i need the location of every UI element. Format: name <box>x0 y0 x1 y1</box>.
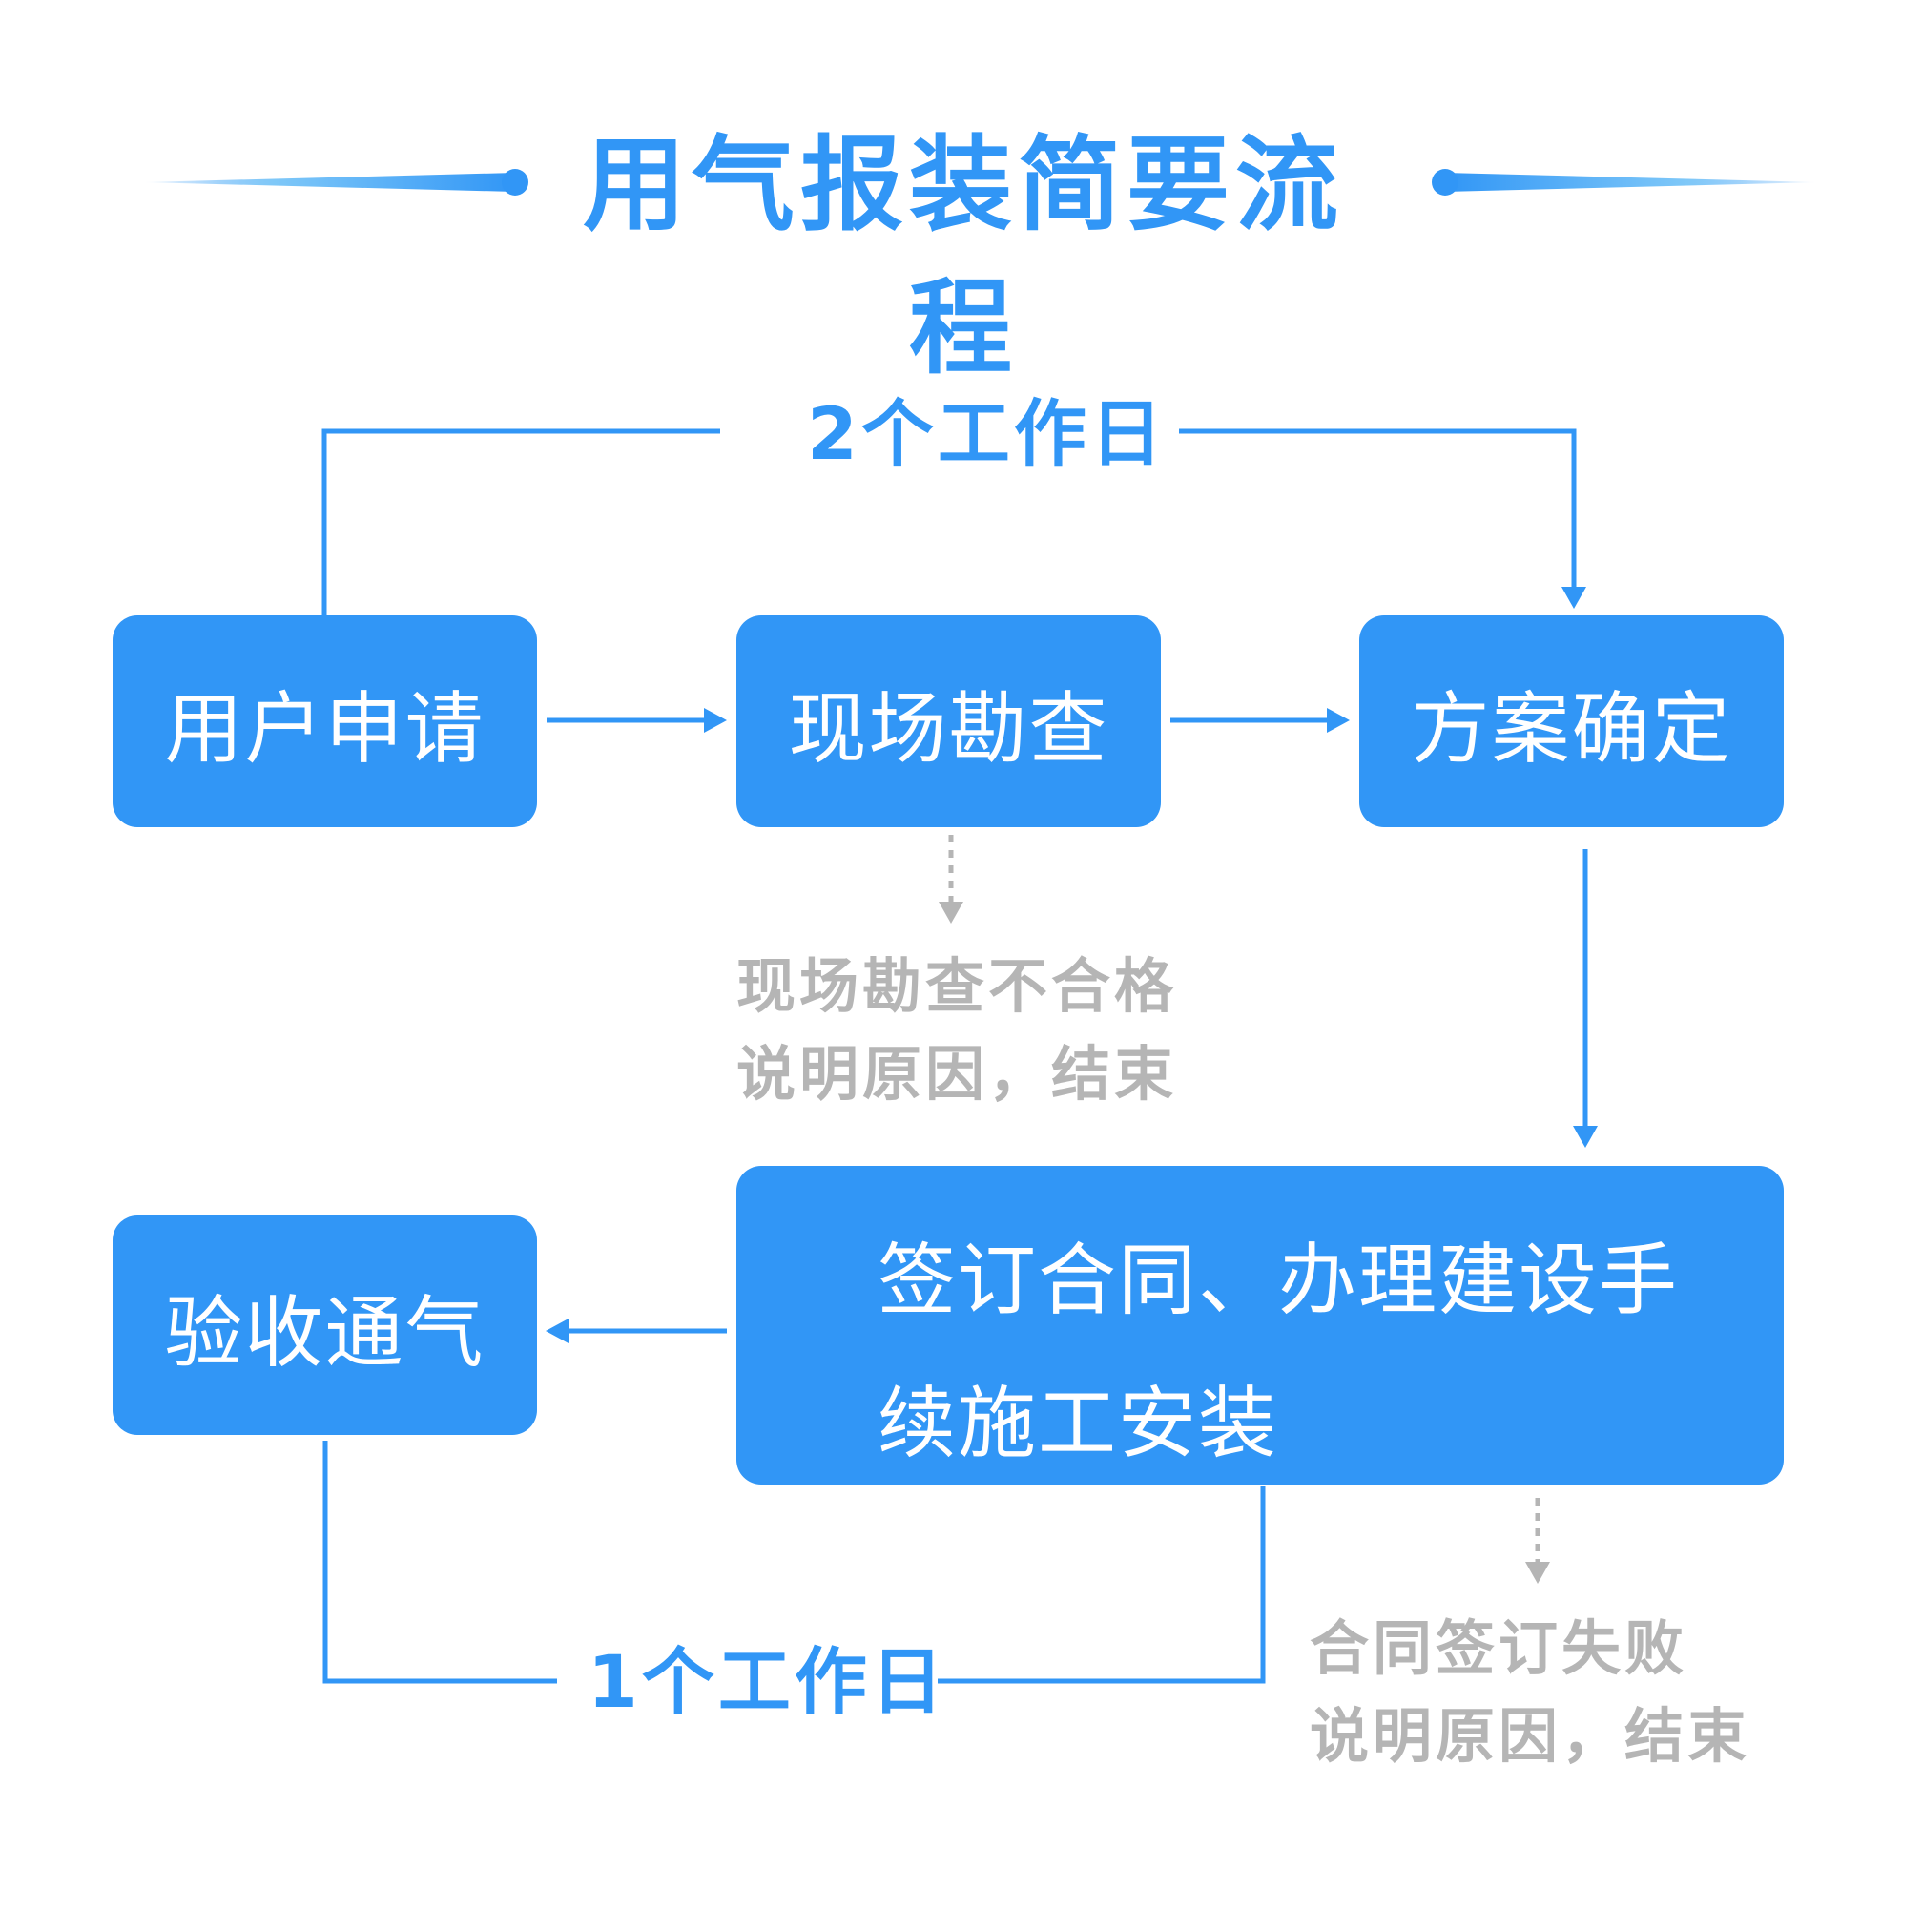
step-accept-label: 验收通气 <box>164 1287 486 1379</box>
step-contract-label-line1: 签订合同、办理建设手 <box>878 1236 1680 1326</box>
step-contract-label-line2: 续施工安装 <box>878 1379 1279 1469</box>
arrowhead-left-accept <box>546 1319 569 1343</box>
survey-fail-note-line1: 现场勘查不合格 <box>736 951 1178 1021</box>
title-decoration-left <box>143 169 528 196</box>
connector-accept-to-contract <box>322 1441 1266 1684</box>
step-survey: 现场勘查 <box>736 615 1161 827</box>
title-decoration-right <box>1432 169 1817 196</box>
arrowhead-down-contract <box>1573 1126 1598 1148</box>
step-apply: 用户申请 <box>113 615 537 827</box>
arrowhead-down-contract-fail <box>1525 1562 1550 1584</box>
contract-fail-note-line2: 说明原因，结束 <box>1310 1701 1751 1771</box>
survey-fail-note: 现场勘查不合格 说明原因，结束 <box>736 943 1177 1118</box>
step-apply-label: 用户申请 <box>164 683 486 775</box>
duration-top-label: 2个工作日 <box>807 391 1167 476</box>
step-contract: 签订合同、办理建设手 续施工安装 <box>736 1166 1784 1485</box>
arrowhead-down-plan <box>1561 587 1586 609</box>
contract-fail-note: 合同签订失败 说明原因，结束 <box>1310 1605 1750 1780</box>
step-plan-label: 方案确定 <box>1411 683 1732 775</box>
page-title: 用气报装简要流程 <box>582 126 1344 388</box>
arrowhead-right-survey <box>704 708 727 733</box>
arrowhead-right-plan <box>1327 708 1350 733</box>
step-survey-label: 现场勘查 <box>788 683 1109 775</box>
contract-fail-note-line1: 合同签订失败 <box>1310 1613 1688 1683</box>
step-plan: 方案确定 <box>1359 615 1784 827</box>
connector-apply-to-plan <box>321 428 1577 615</box>
survey-fail-note-line2: 说明原因，结束 <box>736 1039 1178 1109</box>
duration-bottom-label: 1个工作日 <box>588 1639 947 1724</box>
step-accept: 验收通气 <box>113 1215 537 1435</box>
arrowhead-down-survey-fail <box>939 902 963 924</box>
